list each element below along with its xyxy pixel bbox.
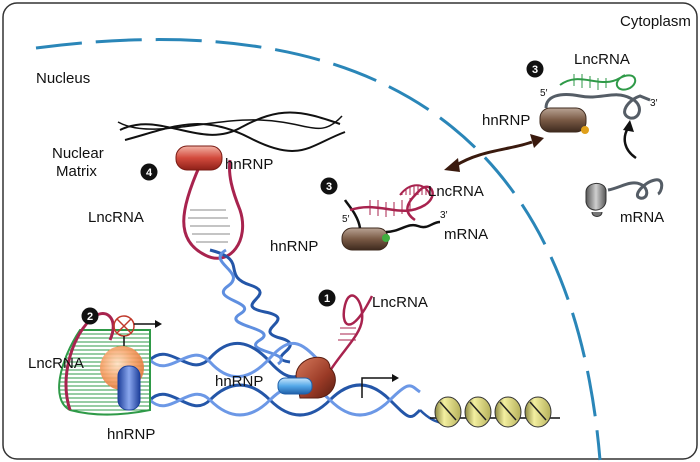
lncrna-1-label: LncRNA (372, 294, 428, 311)
nuclear-matrix-label-1: Nuclear (52, 145, 104, 162)
badge-3-nuclear-text: 3 (326, 181, 332, 193)
mrna-nuclear-label: mRNA (444, 226, 488, 243)
mrna-cytoplasm-label: mRNA (620, 209, 664, 226)
badge-2-text: 2 (87, 311, 93, 323)
lncrna-3n-label: LncRNA (428, 183, 484, 200)
transport-arrow-head-right (530, 134, 544, 148)
cyto-3prime-label: 3′ (650, 98, 658, 109)
inhibited-arrow-head (155, 320, 162, 328)
badge-1-text: 1 (324, 293, 330, 305)
mrna-nuclear-strand (385, 220, 441, 234)
badge-3-cytoplasm (526, 60, 544, 78)
nuclear-matrix-label-2: Matrix (56, 163, 97, 180)
mrna-cytoplasm-free (607, 178, 664, 200)
hnrnp-dna-label: hnRNP (215, 373, 263, 390)
double-headed-arrow-icon (444, 158, 460, 172)
hnrnp-dna (277, 377, 313, 395)
lncrna-3n-pairs (369, 198, 411, 217)
cyto-5prime-label: 5′ (540, 88, 548, 99)
cytoplasm-label: Cytoplasm (620, 13, 691, 30)
nuclear-envelope (35, 38, 602, 461)
hnrnp-2 (117, 365, 141, 411)
hnrnp-cytoplasm-label: hnRNP (482, 112, 530, 129)
badge-3-nuclear (320, 177, 338, 195)
lncrna-1-strand (316, 294, 374, 396)
transcription-start-arrow (361, 377, 392, 398)
lncrna-matrix-pairs (188, 209, 230, 243)
hnrnp-nuclear (341, 227, 389, 251)
lncrna-1-pairs (338, 327, 358, 341)
bent-arrow-icon (392, 374, 399, 382)
lncrna-matrix-strand (182, 159, 245, 260)
modification-dot-yellow (581, 126, 589, 134)
mrna-cytoplasm-strand (544, 93, 651, 120)
translation-arrow-head (623, 120, 634, 132)
mrna-5prime-end (343, 199, 362, 229)
nuclear-matrix (117, 111, 346, 152)
ribosome (585, 183, 607, 217)
lncrna-3c-label: LncRNA (574, 51, 630, 68)
hnrnp-nuclear-label: hnRNP (270, 238, 318, 255)
lncrna-3n-loop (399, 184, 431, 196)
modification-dot-green (382, 234, 390, 242)
hnrnp-matrix (175, 145, 223, 171)
dna-upper (148, 341, 322, 379)
nuclear-3prime-label: 3′ (440, 210, 448, 221)
hnrnp-2-label: hnRNP (107, 426, 155, 443)
dna-loop (209, 248, 292, 366)
badge-3-cytoplasm-text: 3 (532, 64, 538, 76)
lncrna-3c-strand (559, 74, 637, 91)
lncrna-3n-strand (349, 185, 434, 222)
inhibited-arrow-shaft (123, 323, 156, 346)
lncrna-matrix-label: LncRNA (88, 209, 144, 226)
badge-4-text: 4 (146, 167, 153, 179)
hnrnp-matrix-label: hnRNP (225, 156, 273, 173)
badge-2 (81, 307, 99, 325)
badge-1 (318, 289, 336, 307)
nucleus-label: Nucleus (36, 70, 90, 87)
hnrnp-cytoplasm (539, 107, 587, 133)
nucleosomes (430, 396, 560, 428)
lncrna-2-label: LncRNA (28, 355, 84, 372)
transport-arrow (454, 140, 533, 168)
nuclear-5prime-label: 5′ (342, 214, 350, 225)
lncrna-3c-pairs (573, 74, 607, 90)
badge-4 (140, 163, 158, 181)
